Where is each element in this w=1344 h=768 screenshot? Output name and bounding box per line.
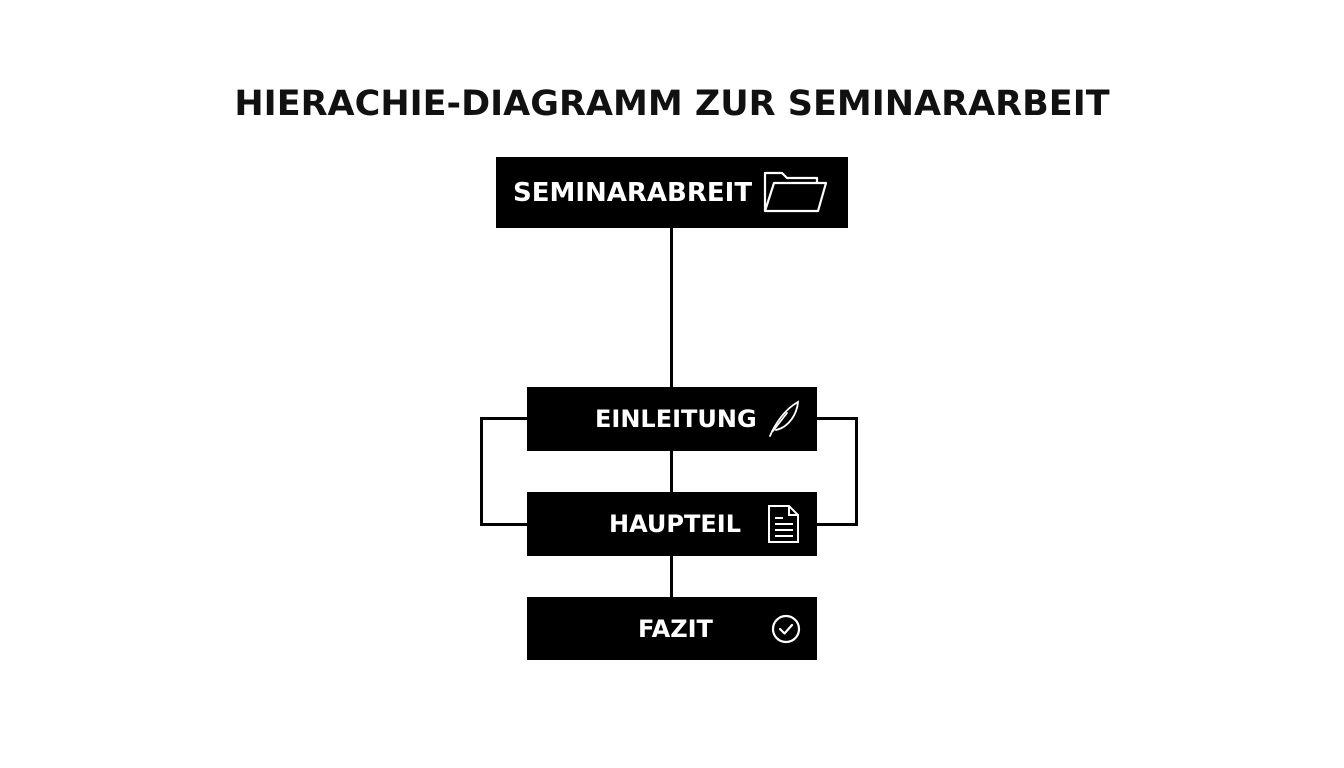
document-icon xyxy=(768,505,799,543)
connector-hauptteil-fazit xyxy=(670,556,673,597)
node-seminararbeit: SEMINARABREIT xyxy=(496,157,848,228)
node-label: HAUPTEIL xyxy=(609,510,741,538)
bracket-left-top xyxy=(480,417,527,420)
feather-icon xyxy=(769,400,800,437)
diagram-title: HIERACHIE-DIAGRAMM ZUR SEMINARARBEIT xyxy=(234,84,1110,124)
node-hauptteil: HAUPTEIL xyxy=(527,492,817,556)
bracket-right-bottom xyxy=(817,523,858,526)
connector-root-einleitung xyxy=(670,228,673,387)
bracket-right-vertical xyxy=(855,417,858,526)
folder-icon xyxy=(763,171,828,213)
check-circle-icon xyxy=(771,614,801,644)
bracket-left-bottom xyxy=(480,523,527,526)
node-fazit: FAZIT xyxy=(527,597,817,660)
node-einleitung: EINLEITUNG xyxy=(527,387,817,451)
node-label: FAZIT xyxy=(638,614,713,643)
bracket-left-vertical xyxy=(480,417,483,526)
node-label: EINLEITUNG xyxy=(595,405,757,433)
node-label: SEMINARABREIT xyxy=(513,177,753,208)
bracket-right-top xyxy=(817,417,858,420)
connector-einleitung-hauptteil xyxy=(670,451,673,492)
